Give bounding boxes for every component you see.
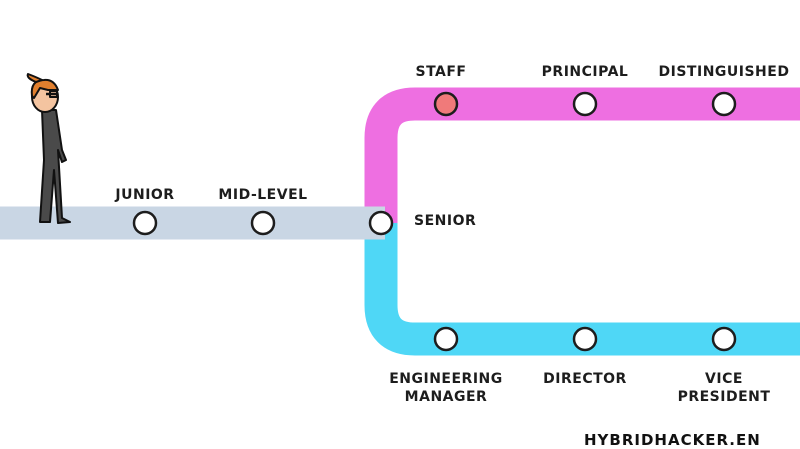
station-vice-president — [711, 326, 737, 352]
station-mid-level — [250, 210, 276, 236]
mgmt-track-line — [364, 223, 800, 356]
footer-watermark: HYBRIDHACKER.EN — [584, 431, 761, 449]
station-distinguished — [711, 91, 737, 117]
label-senior: SENIOR — [414, 213, 477, 229]
label-director: DIRECTOR — [543, 371, 627, 387]
label-line: ENGINEERING — [389, 371, 503, 387]
label-vice-president: VICE PRESIDENT — [664, 370, 784, 406]
label-engineering-manager: ENGINEERING MANAGER — [386, 370, 506, 406]
station-staff — [433, 91, 459, 117]
station-senior — [368, 210, 394, 236]
ic-track-line — [364, 87, 800, 223]
label-line: PRESIDENT — [677, 389, 771, 405]
label-line: VICE — [705, 371, 743, 387]
label-junior: JUNIOR — [115, 187, 175, 203]
label-distinguished: DISTINGUISHED — [658, 64, 790, 80]
label-principal: PRINCIPAL — [541, 64, 629, 80]
label-mid-level: MID-LEVEL — [218, 187, 308, 203]
label-line: MANAGER — [404, 389, 488, 405]
station-principal — [572, 91, 598, 117]
station-engineering-manager — [433, 326, 459, 352]
walking-person-figure — [26, 73, 71, 224]
station-director — [572, 326, 598, 352]
station-junior — [132, 210, 158, 236]
label-staff: STAFF — [415, 64, 467, 80]
